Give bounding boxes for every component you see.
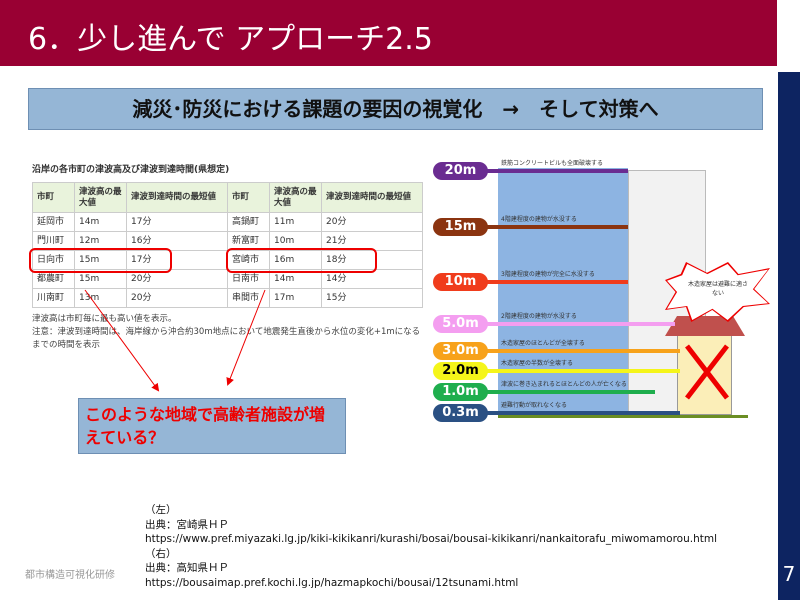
level-line bbox=[485, 322, 675, 326]
table-header-cell: 津波到達時間の最短値 bbox=[321, 182, 423, 213]
table-cell: 15分 bbox=[321, 288, 423, 308]
level-line bbox=[485, 369, 680, 373]
ground bbox=[498, 415, 748, 418]
cross-icon bbox=[685, 344, 729, 400]
level-line bbox=[485, 411, 680, 415]
footer-text: 都市構造可視化研修 bbox=[25, 570, 115, 581]
source-left-title: 出典：宮崎県ＨＰ bbox=[145, 518, 229, 531]
source-left-url[interactable]: https://www.pref.miyazaki.lg.jp/kiki-kik… bbox=[145, 533, 717, 545]
page-title: 6．少し進んで アプローチ2.5 bbox=[28, 22, 433, 57]
level-line bbox=[485, 390, 655, 394]
level-badge: 3.0m bbox=[433, 342, 488, 360]
source-right-title: 出典：高知県ＨＰ bbox=[145, 562, 229, 574]
table-header-cell: 津波高の最大値 bbox=[269, 182, 322, 213]
source-right-url[interactable]: https://bousaimap.pref.kochi.lg.jp/hazma… bbox=[145, 576, 519, 589]
table-header: 市町津波高の最大値津波到達時間の最短値市町津波高の最大値津波到達時間の最短値 bbox=[32, 182, 423, 213]
sources: （左） 出典：宮崎県ＨＰ https://www.pref.miyazaki.l… bbox=[145, 503, 717, 590]
callout-box: このような地域で高齢者施設が増えている？ bbox=[78, 398, 346, 454]
level-description: 木造家屋の半数が全壊する bbox=[501, 360, 574, 367]
level-description: 4階建程度の建物が水没する bbox=[501, 216, 577, 223]
table-header-cell: 市町 bbox=[227, 182, 270, 213]
arrow-right bbox=[226, 289, 266, 386]
level-description: 鉄筋コンクリートビルも全面破壊する bbox=[501, 160, 604, 167]
highlight-hyuga bbox=[28, 247, 172, 273]
level-badge: 0.3m bbox=[433, 404, 488, 422]
burst-text: 木造家屋は避難に適さない bbox=[687, 281, 748, 297]
level-description: 2階建程度の建物が水没する bbox=[501, 313, 577, 320]
level-line bbox=[485, 280, 628, 284]
level-badge: 15m bbox=[433, 218, 488, 236]
table-cell: 川南町 bbox=[32, 288, 75, 308]
note-2: 注意：津波到達時間は、海岸線から沖合約30m地点において地震発生直後から水位の変… bbox=[32, 327, 421, 350]
level-badge: 20m bbox=[433, 162, 488, 180]
level-description: 木造家屋のほとんどが全壊する bbox=[501, 340, 585, 347]
source-right-label: （右） bbox=[145, 547, 177, 560]
arrow-left bbox=[84, 289, 160, 392]
level-description: 避難行動が取れなくなる bbox=[501, 402, 568, 409]
level-badge: 10m bbox=[433, 273, 488, 291]
table-header-cell: 津波到達時間の最短値 bbox=[126, 182, 228, 213]
level-line bbox=[485, 349, 680, 353]
highlight-miyazaki bbox=[225, 247, 378, 273]
table-caption: 沿岸の各市町の津波高及び津波到達時間(県想定) bbox=[32, 165, 230, 175]
level-line bbox=[485, 225, 628, 229]
table-block: 沿岸の各市町の津波高及び津波到達時間(県想定) 市町津波高の最大値津波到達時間の… bbox=[32, 164, 424, 352]
tsunami-height-diagram: 木造家屋は避難に適さない 20m 鉄筋コンクリートビルも全面破壊する 15m 4階建程… bbox=[425, 150, 775, 430]
table-header-cell: 市町 bbox=[32, 182, 75, 213]
level-line bbox=[485, 169, 628, 173]
level-description: 津波に巻き込まれるとほとんどの人が亡くなる bbox=[501, 381, 627, 388]
water bbox=[498, 168, 628, 413]
title-bar: 6．少し進んで アプローチ2.5 bbox=[0, 0, 777, 66]
note-1: 津波高は市町毎に最も高い値を表示。 bbox=[32, 314, 177, 324]
side-bar bbox=[778, 72, 800, 600]
level-badge: 5.0m bbox=[433, 315, 488, 333]
level-badge: 1.0m bbox=[433, 383, 488, 401]
level-badge: 2.0m bbox=[433, 362, 488, 380]
table-header-cell: 津波高の最大値 bbox=[74, 182, 127, 213]
table-notes: 津波高は市町毎に最も高い値を表示。 注意：津波到達時間は、海岸線から沖合約30m… bbox=[32, 313, 424, 352]
house-roof bbox=[665, 316, 745, 336]
source-left-label: （左） bbox=[145, 504, 177, 516]
subtitle-banner: 減災･防災における課題の要因の視覚化 → そして対策へ bbox=[28, 88, 763, 130]
tsunami-table: 市町津波高の最大値津波到達時間の最短値市町津波高の最大値津波到達時間の最短値 延… bbox=[32, 182, 423, 308]
page-number: 7 bbox=[782, 562, 796, 586]
table-cell: 20分 bbox=[126, 288, 228, 308]
level-description: 3階建程度の建物が完全に水没する bbox=[501, 271, 595, 278]
